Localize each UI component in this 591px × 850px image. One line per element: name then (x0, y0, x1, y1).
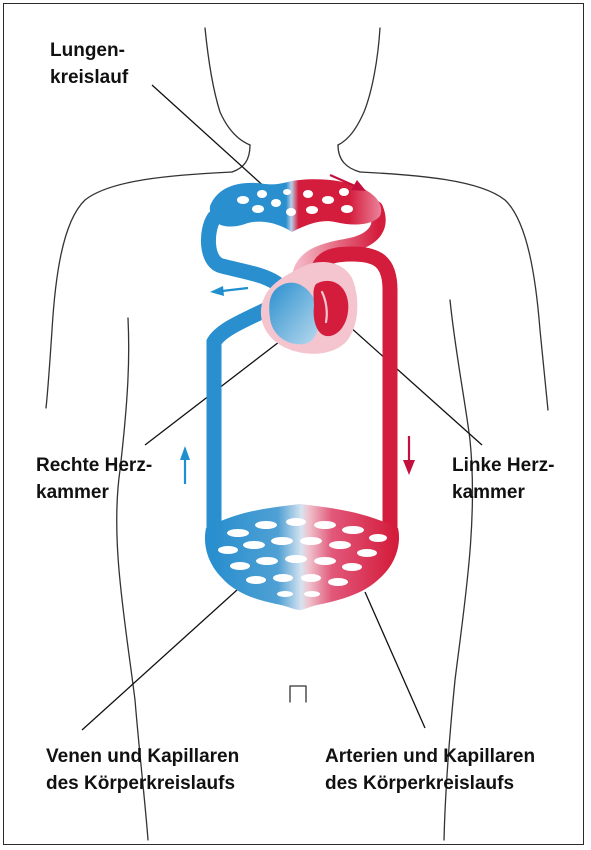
capillary-gap (369, 534, 387, 542)
capillary-gap (277, 591, 293, 597)
capillary-gap (285, 555, 307, 563)
head-outline-right (338, 28, 380, 145)
alveolus (257, 190, 267, 198)
capillary-gap (256, 557, 278, 565)
capillary-gap (357, 549, 377, 557)
capillary-gap (273, 574, 293, 582)
capillary-gap (314, 557, 336, 565)
navel-icon (290, 686, 306, 702)
capillary-gap (243, 541, 265, 549)
capillary-gap (301, 574, 321, 582)
capillary-gap (246, 576, 266, 584)
alveolus (341, 205, 353, 213)
capillary-gap (328, 578, 348, 586)
capillary-gap (342, 526, 364, 534)
arrow-veins-up (180, 446, 190, 484)
capillary-gap (286, 518, 306, 526)
alveolus (303, 190, 313, 198)
label-left-ventricle: Linke Herz- kammer (452, 452, 554, 506)
shoulder-left (46, 172, 232, 408)
arrow-arteries-down (403, 436, 415, 475)
alveolus (322, 196, 334, 204)
alveolus (283, 189, 291, 195)
pulmonary-artery-tube (208, 218, 282, 288)
arrow-pulmonary-in (210, 286, 248, 296)
capillary-gap (342, 563, 362, 571)
alveolus (339, 188, 349, 196)
capillary-gap (329, 541, 351, 549)
capillary-gap (227, 529, 249, 537)
leader-arteries (365, 592, 425, 728)
alveolus (306, 206, 318, 214)
capillary-gap (304, 591, 320, 597)
head-outline (205, 28, 250, 145)
label-right-ventricle: Rechte Herz- kammer (36, 452, 152, 506)
label-pulmonary-circulation: Lungen- kreislauf (50, 37, 128, 91)
alveolus (237, 196, 249, 204)
alveolus (286, 208, 296, 216)
capillary-gap (271, 537, 293, 545)
neck-left (232, 145, 250, 172)
capillary-gap (300, 537, 322, 545)
capillary-gap (230, 562, 250, 570)
neck-right (338, 145, 360, 172)
capillary-gap (255, 521, 277, 529)
body-capillary-bed (205, 504, 399, 610)
capillary-gap (314, 521, 336, 529)
label-arteries-capillaries: Arterien und Kapillaren des Körperkreisl… (325, 743, 535, 797)
capillary-gap (218, 546, 238, 554)
leader-lines (82, 85, 482, 730)
alveolus (271, 199, 281, 207)
alveolus (252, 205, 264, 213)
body-outline (46, 28, 548, 840)
label-veins-capillaries: Venen und Kapillaren des Körperkreislauf… (46, 743, 239, 797)
